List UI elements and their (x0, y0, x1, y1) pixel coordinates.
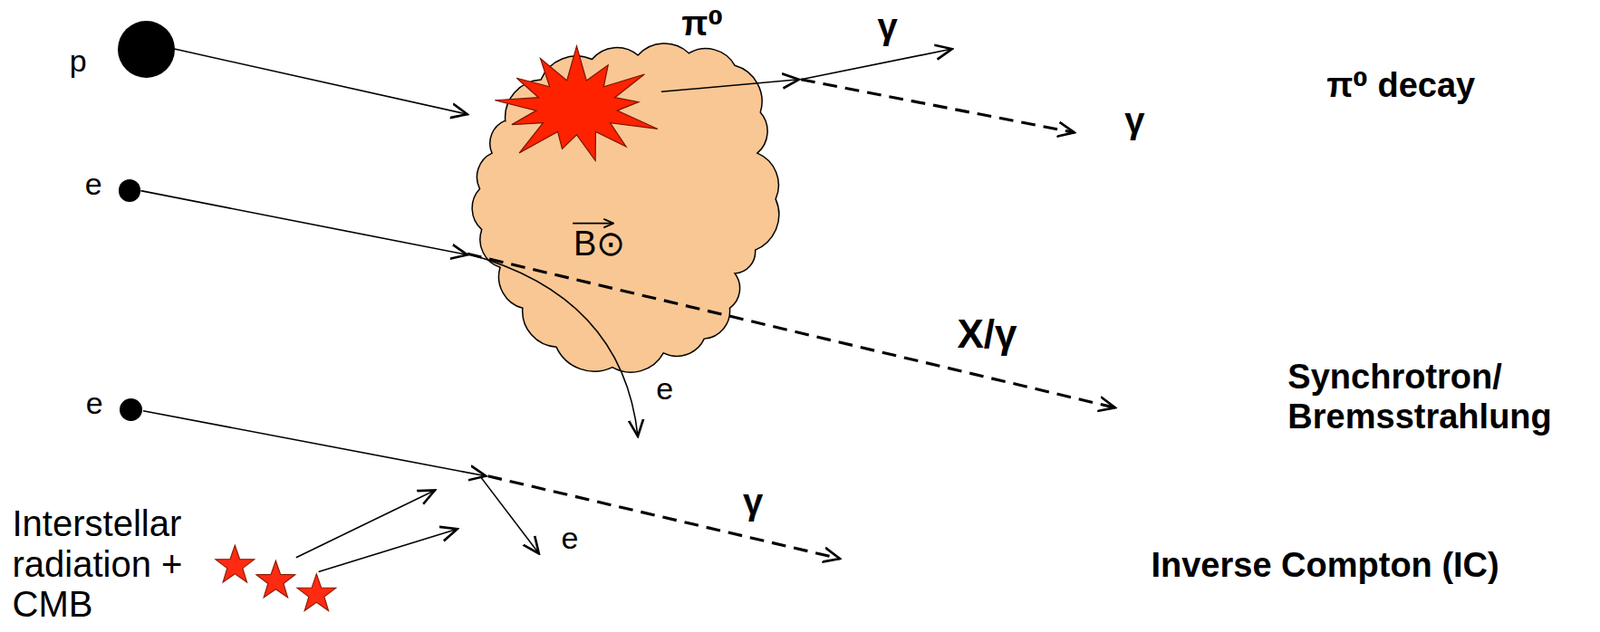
collision-burst (494, 46, 658, 162)
annotation-label: γ (1124, 99, 1145, 142)
star-symbol (256, 560, 296, 598)
star-symbol (297, 574, 337, 612)
vector-arrow (572, 222, 614, 225)
particle-label: p (69, 43, 87, 79)
deflected-electron-track (467, 253, 638, 437)
scattered-electron-track (481, 477, 540, 554)
field-label: B⊙ (573, 224, 626, 265)
soft-photon-track (318, 529, 458, 572)
annotation-label: Interstellar radiation + CMB (12, 503, 208, 626)
cloud-outline (467, 30, 789, 380)
particle-dot: p (117, 20, 175, 78)
particle-dot: e (119, 398, 143, 422)
particle-track (174, 48, 468, 115)
photon-track (467, 253, 1116, 408)
pion-track (661, 79, 800, 93)
photon-track (800, 79, 1075, 134)
annotation-label: γ (877, 5, 898, 48)
cloud-shape (472, 43, 780, 373)
annotation-label: γ (742, 481, 763, 523)
particle-label: e (85, 166, 103, 203)
particle-track (140, 191, 467, 256)
annotation-label: π⁰ decay (1326, 66, 1475, 107)
annotation-label: Inverse Compton (IC) (1150, 546, 1499, 587)
annotation-label: e (655, 372, 674, 408)
magnetic-cloud: B⊙ (467, 30, 789, 380)
annotation-label: X/γ (956, 311, 1017, 358)
star-symbol (215, 545, 255, 583)
soft-photon-track (296, 491, 435, 559)
annotation-label: e (560, 520, 579, 557)
photon-track (800, 48, 953, 80)
photon-track (488, 476, 840, 560)
annotation-label: Synchrotron/ Bremsstrahlung (1287, 358, 1552, 438)
electron-track (143, 411, 486, 477)
annotation-label: π⁰ (681, 4, 723, 45)
particle-dot: e (118, 179, 142, 203)
particle-label: e (86, 385, 104, 422)
